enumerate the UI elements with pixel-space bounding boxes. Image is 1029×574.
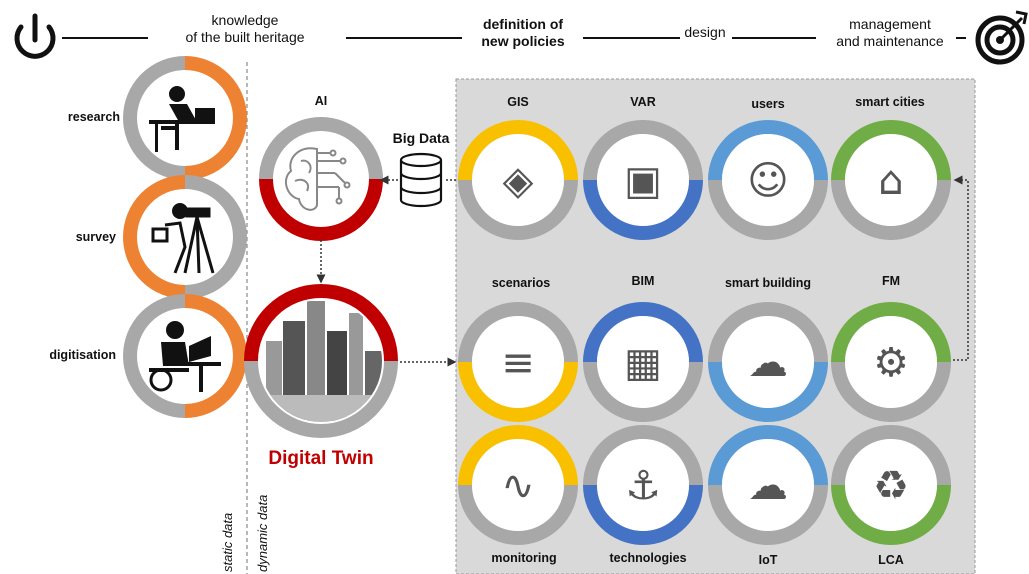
knowledge-label-digitisation: digitisation: [49, 348, 116, 362]
users-group-icon: ☺: [747, 158, 789, 204]
domain-label-lca: LCA: [878, 553, 904, 567]
domain-ring: ≡: [458, 302, 578, 422]
vr-headset-icon: ▣: [624, 158, 662, 204]
domain-ring: ♻: [831, 425, 951, 545]
survey-ring: [123, 175, 247, 299]
domain-label-smart-building: smart building: [724, 276, 812, 290]
person-reading-icon: [149, 86, 215, 152]
knowledge-label-research: research: [67, 110, 120, 124]
domain-rings: ◈ ▣ ☺ ⌂ ≡ ▦ ☁ ⚙ ∿ ⚓ ☁ ♻: [458, 120, 951, 545]
domain-label-bim: BIM: [631, 274, 655, 288]
recycle-icon: ♻: [873, 463, 909, 509]
domain-ring: ⚙: [831, 302, 951, 422]
dynamic-data-label: dynamic data: [255, 494, 270, 572]
timeline-segment-5: [956, 37, 966, 39]
domain-ring: ☁: [708, 302, 828, 422]
ai-ring: [259, 117, 383, 241]
charts-icon: ≡: [501, 340, 535, 386]
surveyor-theodolite-icon: [151, 203, 215, 274]
map-layers-icon: ◈: [503, 158, 534, 204]
header-stage-policies: definition of new policies: [481, 16, 565, 49]
knowledge-label-survey: survey: [75, 230, 116, 244]
header-stage-knowledge: knowledge of the built heritage: [185, 12, 305, 45]
timeline-segment-4: [732, 37, 816, 39]
domain-label-var: VAR: [630, 95, 656, 109]
domain-ring: ☺: [708, 120, 828, 240]
timeline-segment-2: [346, 37, 462, 39]
bim-monitor-icon: ▦: [624, 340, 662, 386]
domain-ring: ⚓: [583, 425, 703, 545]
domain-label-technologies: technologies: [609, 551, 687, 565]
domain-label-fm: FM: [881, 274, 901, 288]
domain-label-users: users: [751, 97, 785, 111]
domain-ring: ▦: [583, 302, 703, 422]
crane-hook-icon: ⚓: [625, 463, 661, 509]
domain-ring: ◈: [458, 120, 578, 240]
digitisation-ring: [123, 294, 247, 418]
domain-label-monitoring: monitoring: [491, 551, 557, 565]
cloud-circuit-icon: ☁: [748, 463, 788, 509]
domain-label-iot: IoT: [758, 553, 778, 567]
digital-twin-ring: [244, 284, 398, 438]
header-stage-design: design: [684, 24, 726, 40]
domain-ring: ☁: [708, 425, 828, 545]
ai-label: AI: [314, 94, 328, 108]
gear-clock-icon: ⚙: [873, 340, 909, 386]
digital-twin-label: Digital Twin: [268, 448, 374, 469]
domain-ring: ▣: [583, 120, 703, 240]
power-icon: [14, 13, 56, 59]
bigdata-label: Big Data: [392, 130, 450, 146]
static-data-label: static data: [220, 512, 235, 572]
timeline-segment-1: [62, 37, 148, 39]
smart-building-icon: ☁: [748, 340, 788, 386]
arrow-fm-to-smart-cities: [953, 175, 969, 361]
timeline-segment-3: [583, 37, 680, 39]
research-ring: [123, 56, 247, 180]
person-laptop-icon: [149, 321, 221, 392]
smart-city-icon: ⌂: [878, 158, 903, 204]
domain-ring: ⌂: [831, 120, 951, 240]
monitoring-icon: ∿: [501, 463, 535, 509]
domain-label-scenarios: scenarios: [491, 276, 551, 290]
brain-circuit-icon: [284, 147, 351, 211]
header-stage-management: management and maintenance: [836, 16, 944, 49]
domain-label-gis: GIS: [507, 95, 529, 109]
database-icon: [399, 152, 443, 208]
domain-label-smart-cities: smart cities: [855, 95, 925, 109]
domain-ring: ∿: [458, 425, 578, 545]
target-icon: [975, 10, 1028, 65]
